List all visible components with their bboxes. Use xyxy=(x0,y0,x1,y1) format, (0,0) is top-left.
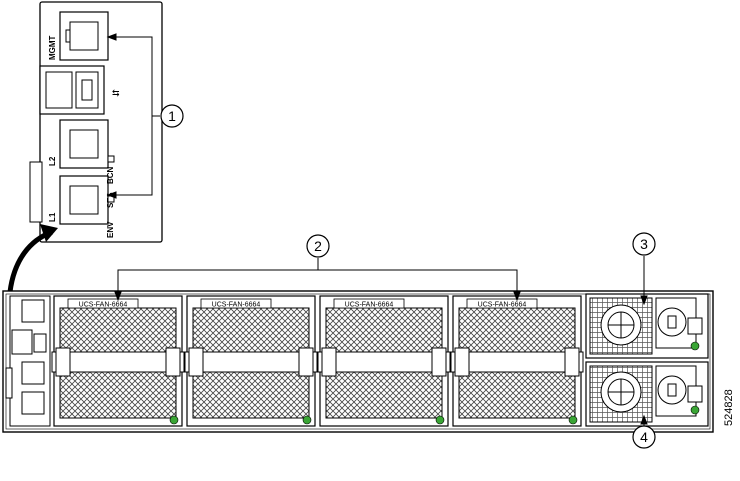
l1-label: L1 xyxy=(48,212,57,222)
mgmt-label: MGMT xyxy=(48,35,57,60)
callout-3-leader xyxy=(640,256,648,306)
power-supply-bottom xyxy=(585,361,709,427)
callout-3-number: 3 xyxy=(640,236,648,252)
fan-status-led xyxy=(435,415,445,425)
figure-id: 524828 xyxy=(723,389,735,426)
callout-2-number: 2 xyxy=(314,238,322,254)
callout-1: 1 xyxy=(160,104,184,128)
callout-1-bracket xyxy=(106,33,160,199)
bcn-label: BCN xyxy=(106,166,115,184)
mgmt-port xyxy=(59,11,109,61)
fan-label: UCS-FAN-6664 xyxy=(478,302,527,309)
fan-label: UCS-FAN-6664 xyxy=(79,302,128,309)
fan-label: UCS-FAN-6664 xyxy=(345,302,394,309)
fan-module: UCS-FAN-6664 xyxy=(51,295,185,427)
callout-4-number: 4 xyxy=(640,429,648,445)
console-usb-port: ⇆ xyxy=(39,65,120,115)
env-label: ENV xyxy=(106,221,115,238)
l2-port xyxy=(59,119,109,169)
callout-4-leader xyxy=(640,414,648,426)
zoomed-port-panel: ⇆ MGMT L2 L1 ENV STS BCN xyxy=(29,1,163,243)
callout-4: 4 xyxy=(632,425,656,449)
callout-1-number: 1 xyxy=(168,108,176,124)
fan-module: UCS-FAN-6664 xyxy=(184,295,318,427)
zoom-arrow xyxy=(7,224,58,293)
fan-status-led xyxy=(169,415,179,425)
fan-label: UCS-FAN-6664 xyxy=(212,302,261,309)
fan-module: UCS-FAN-6664 xyxy=(450,295,584,427)
l2-label: L2 xyxy=(48,156,57,166)
fan-status-led xyxy=(568,415,578,425)
callout-3: 3 xyxy=(632,232,656,256)
l1-port xyxy=(59,175,109,225)
fan-modules: UCS-FAN-6664 UCS-FAN-6664 UCS-FAN-6664 UCS-… xyxy=(51,295,584,427)
power-supply-top xyxy=(585,293,709,359)
fan-module: UCS-FAN-6664 xyxy=(317,295,451,427)
chassis-port-block xyxy=(5,295,51,427)
svg-text:⇆: ⇆ xyxy=(112,88,120,98)
callout-2: 2 xyxy=(306,234,330,258)
callout-2-bracket xyxy=(114,258,521,302)
fan-status-led xyxy=(302,415,312,425)
